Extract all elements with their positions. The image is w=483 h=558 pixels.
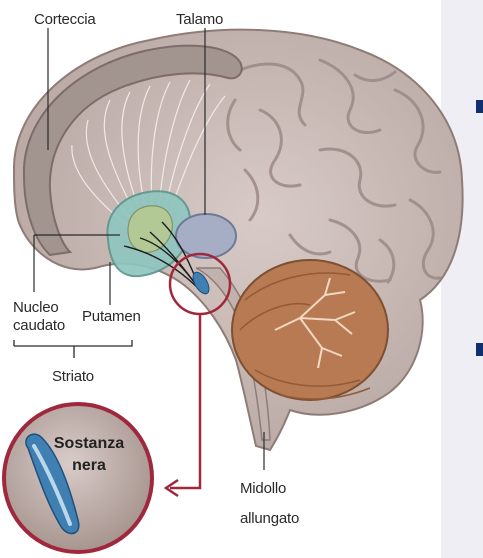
connector-line: [170, 314, 200, 488]
label-midollo-line2: allungato: [240, 510, 299, 527]
inset-title-line2: nera: [44, 456, 134, 475]
thalamus-shape: [176, 214, 236, 258]
label-nucleo-line2: caudato: [13, 317, 65, 334]
label-nucleo-line1: Nucleo: [13, 299, 59, 316]
label-putamen: Putamen: [82, 308, 141, 325]
label-talamo: Talamo: [176, 11, 223, 28]
inset-title-line1: Sostanza: [44, 434, 134, 453]
label-striato: Striato: [52, 368, 94, 385]
striato-bracket: [14, 340, 132, 358]
label-midollo-line1: Midollo: [240, 480, 286, 497]
label-corteccia: Corteccia: [34, 11, 96, 28]
